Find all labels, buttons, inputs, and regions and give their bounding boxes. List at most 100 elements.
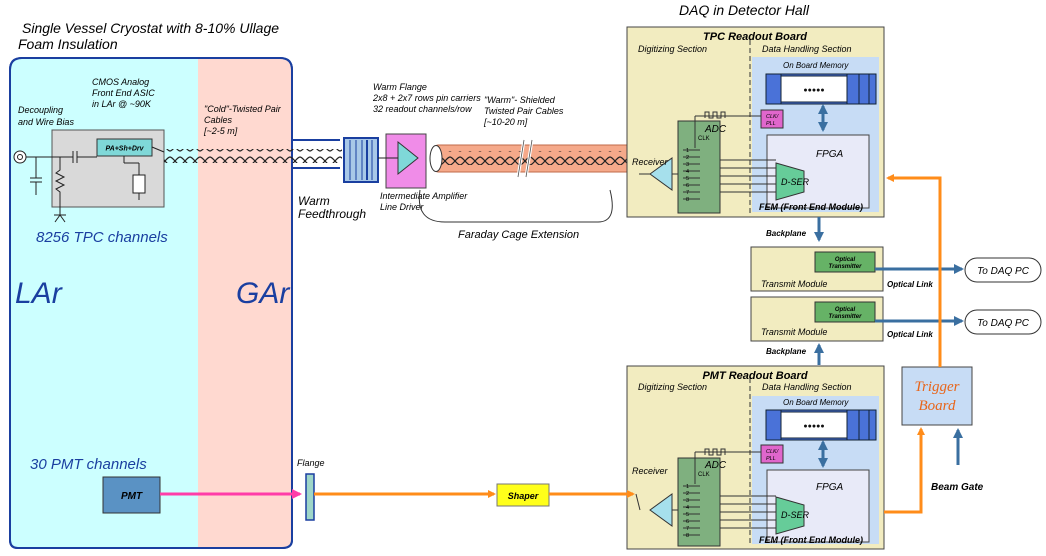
pmt-pin-6: 6 bbox=[686, 519, 689, 525]
tpc-clkpll-label-1: CLK/ bbox=[766, 114, 779, 120]
daq-pc-1 bbox=[964, 257, 1042, 283]
optical-tx1-label-1: Optical bbox=[835, 257, 856, 263]
wire-bias-label: and Wire Bias bbox=[18, 117, 74, 127]
pmt-readout-board bbox=[626, 365, 885, 550]
pmt-clk-label: CLK bbox=[698, 472, 710, 478]
amp-label-2: Line Driver bbox=[380, 202, 425, 212]
cold-twisted-pair-cable bbox=[164, 149, 342, 163]
trigger-label-1: Trigger bbox=[914, 379, 959, 395]
warm-flange-label-1: Warm Flange bbox=[373, 82, 427, 92]
lar-label: LAr bbox=[15, 277, 63, 310]
tpc-board-title: TPC Readout Board bbox=[703, 31, 807, 43]
pmt-clkpll-label-2: PLL bbox=[766, 456, 776, 462]
pmt-block-label: PMT bbox=[121, 491, 143, 502]
warm-cable-label-3: [~10-20 m] bbox=[483, 117, 528, 127]
daq-pc-1-label: To DAQ PC bbox=[977, 266, 1030, 277]
gar-region bbox=[198, 59, 291, 547]
pmt-block bbox=[102, 476, 161, 514]
tpc-receiver-label: Receiver bbox=[632, 157, 669, 167]
tpc-pin-5: 5 bbox=[686, 176, 689, 182]
optical-transmitter-1 bbox=[814, 251, 876, 273]
cold-cable-label-2: Cables bbox=[204, 115, 233, 125]
pmt-channels-label: 30 PMT channels bbox=[30, 456, 147, 473]
tpc-data-handling-label: Data Handling Section bbox=[762, 44, 852, 54]
tpc-dser-label: D-SER bbox=[781, 177, 810, 187]
tpc-memory-dots: ●●●●● bbox=[803, 87, 824, 94]
tpc-memory-label: On Board Memory bbox=[783, 61, 849, 70]
pmt-board-title: PMT Readout Board bbox=[702, 370, 807, 382]
cmos-label-3: in LAr @ ~90K bbox=[92, 99, 152, 109]
cryostat-title-line2: Foam Insulation bbox=[18, 36, 118, 52]
beam-gate-label: Beam Gate bbox=[931, 482, 984, 493]
tpc-clk-label: CLK bbox=[698, 136, 710, 142]
pmt-dser-label: D-SER bbox=[781, 510, 810, 520]
shaper-label: Shaper bbox=[508, 491, 539, 501]
pmt-clock-icon bbox=[704, 448, 726, 456]
decoupling-label: Decoupling bbox=[18, 105, 63, 115]
tpc-clkpll-label-2: PLL bbox=[766, 121, 776, 127]
optical-tx2-label-2: Transmitter bbox=[829, 314, 863, 320]
tpc-readout-board bbox=[626, 26, 885, 218]
tpc-digitizing-label: Digitizing Section bbox=[638, 44, 707, 54]
pmt-backplane-label: Backplane bbox=[766, 347, 807, 356]
pmt-pin-1: 1 bbox=[686, 484, 689, 490]
cmos-label-2: Front End ASIC bbox=[92, 88, 155, 98]
pmt-flange bbox=[305, 473, 315, 521]
bias-resistor-icon bbox=[54, 157, 66, 205]
intermediate-amplifier bbox=[378, 133, 427, 189]
tpc-pin-7: 7 bbox=[686, 190, 689, 196]
pmt-pin-3: 3 bbox=[686, 498, 689, 504]
pmt-clkpll-block bbox=[760, 444, 784, 464]
transmit-module-2 bbox=[750, 296, 884, 342]
tpc-pin-1: 1 bbox=[686, 148, 689, 154]
pmt-fpga-label: FPGA bbox=[816, 482, 844, 493]
optical-tx2-label-1: Optical bbox=[835, 307, 856, 313]
pmt-adc-block bbox=[677, 457, 721, 547]
pmt-pin-7: 7 bbox=[686, 526, 689, 532]
daq-pc-2-label: To DAQ PC bbox=[977, 318, 1030, 329]
daq-pc-2 bbox=[964, 309, 1042, 335]
tpc-pin-8: 8 bbox=[686, 197, 689, 203]
cold-cable-label-1: "Cold"-Twisted Pair bbox=[204, 104, 282, 114]
warm-shielded-cable bbox=[429, 139, 640, 178]
transmit-module-1-label: Transmit Module bbox=[761, 279, 827, 289]
tpc-fem-label: FEM (Front End Module) bbox=[759, 202, 863, 212]
feedthrough-label-1: Warm bbox=[298, 194, 330, 208]
gar-label: GAr bbox=[236, 277, 290, 310]
tpc-backplane-label: Backplane bbox=[766, 229, 807, 238]
tpc-adc-label: ADC bbox=[704, 124, 727, 135]
cmos-label-1: CMOS Analog bbox=[92, 77, 149, 87]
tpc-clock-icon bbox=[704, 111, 726, 119]
tpc-pin-2: 2 bbox=[686, 155, 689, 161]
asic-chip-label: PA+Sh+Drv bbox=[106, 146, 145, 153]
tpc-dser-icon bbox=[775, 162, 805, 201]
warm-cable-label-2: Twisted Pair Cables bbox=[484, 106, 564, 116]
feedthrough-label-2: Feedthrough bbox=[298, 207, 366, 221]
pmt-adc-label: ADC bbox=[704, 460, 727, 471]
warm-flange-label-3: 32 readout channels/row bbox=[373, 104, 472, 114]
pmt-pin-4: 4 bbox=[686, 505, 689, 511]
faraday-label: Faraday Cage Extension bbox=[458, 229, 579, 241]
pmt-pin-8: 8 bbox=[686, 533, 689, 539]
pmt-memory-dots: ●●●●● bbox=[803, 423, 824, 430]
bias-source-icon bbox=[13, 150, 27, 164]
tpc-fpga-label: FPGA bbox=[816, 149, 844, 160]
pmt-dser-icon bbox=[775, 496, 805, 535]
optical-link-1-label: Optical Link bbox=[887, 280, 933, 289]
transmit-module-2-label: Transmit Module bbox=[761, 327, 827, 337]
tpc-clkpll-block bbox=[760, 109, 784, 129]
cryostat-title-line1: Single Vessel Cryostat with 8-10% Ullage bbox=[22, 20, 279, 36]
warm-flange-label-2: 2x8 + 2x7 rows pin carriers bbox=[372, 93, 481, 103]
tpc-pin-6: 6 bbox=[686, 183, 689, 189]
tpc-adc-pins bbox=[683, 149, 700, 200]
pmt-flange-label: Flange bbox=[297, 458, 325, 468]
warm-cable-label-1: "Warm"- Shielded bbox=[484, 95, 556, 105]
warm-flange bbox=[343, 137, 379, 183]
amp-label-1: Intermediate Amplifier bbox=[380, 191, 468, 201]
pmt-adc-pins bbox=[683, 485, 700, 536]
pmt-pin-5: 5 bbox=[686, 512, 689, 518]
pmt-receiver-label: Receiver bbox=[632, 466, 669, 476]
tpc-pin-4: 4 bbox=[686, 169, 689, 175]
tpc-channels-label: 8256 TPC channels bbox=[36, 229, 168, 246]
